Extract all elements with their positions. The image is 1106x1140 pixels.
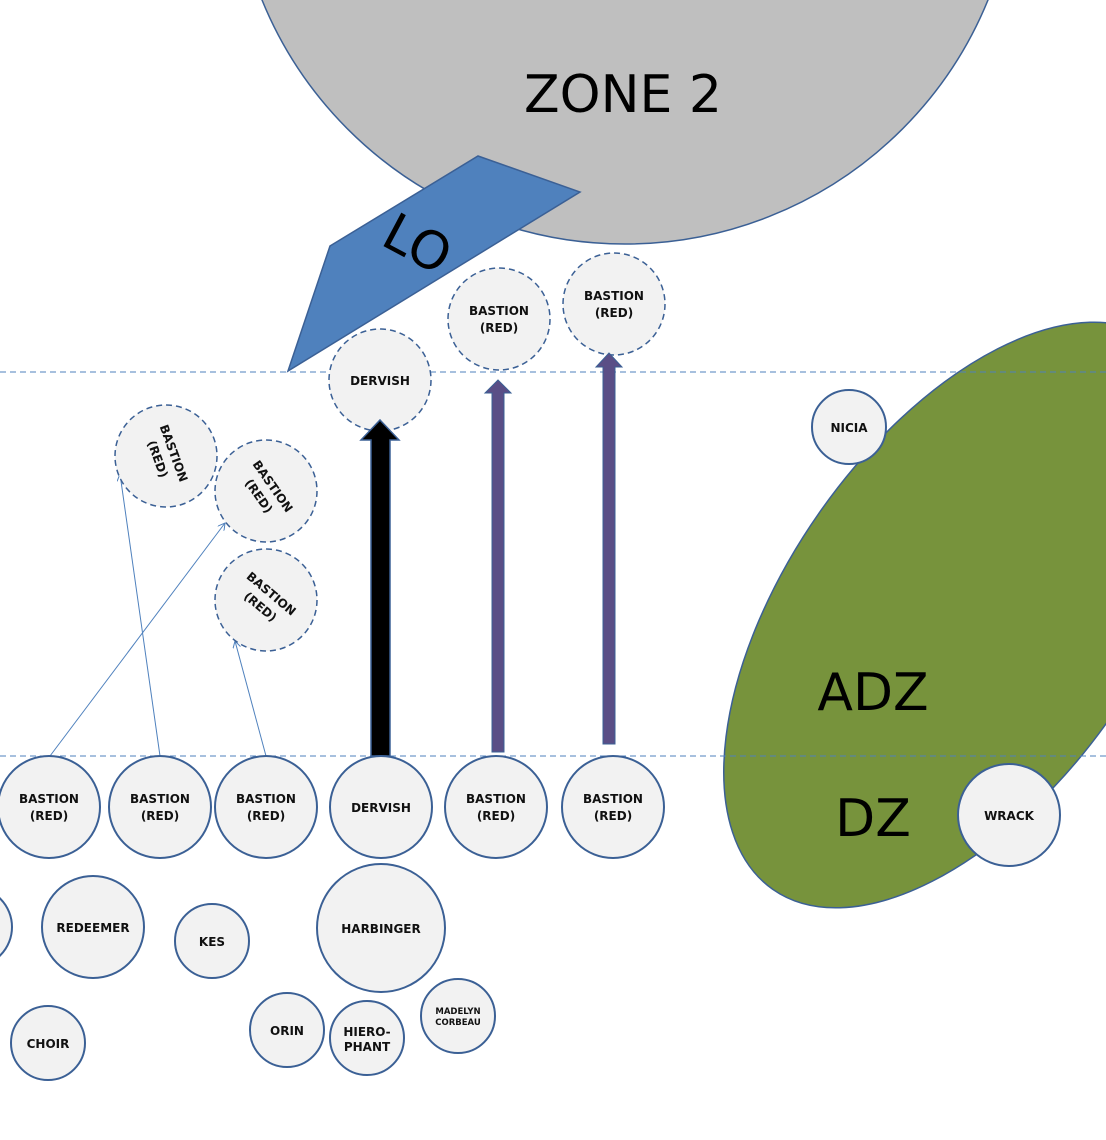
- zone-2-label: ZONE 2: [524, 65, 722, 125]
- svg-text:CORBEAU: CORBEAU: [435, 1018, 481, 1028]
- bastion-projected-label: BASTION (RED): [469, 304, 529, 335]
- svg-text:(RED): (RED): [595, 306, 633, 320]
- svg-text:BASTION: BASTION: [466, 792, 526, 806]
- dervish-label: DERVISH: [351, 801, 411, 815]
- dervish-projected: [328, 328, 432, 432]
- bastion-node: [444, 755, 548, 859]
- bastion-label: BASTION (RED): [236, 792, 296, 823]
- bastion-projected: [447, 267, 551, 371]
- bastion-label: BASTION (RED): [130, 792, 190, 823]
- bastion-projected-label: BASTION (RED): [584, 289, 644, 320]
- adz-area: ADZ DZ: [723, 321, 1106, 909]
- bastion-node: [561, 755, 665, 859]
- bastion-node: [214, 755, 318, 859]
- kes-node: [174, 903, 250, 979]
- bastion-projected: [114, 404, 218, 508]
- bastion-projected: [214, 548, 318, 652]
- bastion-advance-arrow: [594, 352, 624, 745]
- hierophant-label: HIERO-PHANT: [343, 1025, 391, 1054]
- orin-node: [249, 992, 325, 1068]
- bastion-projected: [214, 439, 318, 543]
- bastion-label: BASTION (RED): [466, 792, 526, 823]
- harbinger-label: HARBINGER: [341, 922, 421, 936]
- move-arrow: [49, 523, 225, 757]
- svg-text:BASTION: BASTION: [584, 289, 644, 303]
- svg-text:BASTION: BASTION: [19, 792, 79, 806]
- dervish-node: [329, 755, 433, 859]
- kes-label: KES: [199, 935, 225, 949]
- svg-text:BASTION: BASTION: [469, 304, 529, 318]
- dervish-projected-label: DERVISH: [350, 374, 410, 388]
- svg-text:PHANT: PHANT: [344, 1040, 391, 1054]
- move-arrow: [120, 474, 161, 757]
- adz-label: ADZ: [817, 663, 928, 723]
- choir-node: [10, 1005, 86, 1081]
- bastion-projected: [562, 252, 666, 356]
- dervish-advance-arrow: [359, 418, 401, 757]
- svg-text:BASTION: BASTION: [130, 792, 190, 806]
- move-arrow: [235, 641, 267, 757]
- harbinger-node: [316, 863, 446, 993]
- bastion-label: BASTION (RED): [19, 792, 79, 823]
- svg-text:(RED): (RED): [480, 321, 518, 335]
- redeemer-node: [41, 875, 145, 979]
- svg-text:(RED): (RED): [247, 809, 285, 823]
- hierophant-node: [329, 1000, 405, 1076]
- redeemer-label: REDEEMER: [56, 921, 129, 935]
- dz-label: DZ: [835, 789, 911, 849]
- lo-area: LO: [286, 155, 582, 373]
- svg-text:(RED): (RED): [594, 809, 632, 823]
- svg-text:HIERO-: HIERO-: [343, 1025, 390, 1039]
- svg-text:BASTION: BASTION: [236, 792, 296, 806]
- nicia-node: [811, 389, 887, 465]
- zone-2-area: ZONE 2: [261, 0, 989, 245]
- bastion-advance-arrow: [483, 379, 513, 753]
- bastion-node: [108, 755, 212, 859]
- madelyn-corbeau-node: [420, 978, 496, 1054]
- orin-label: ORIN: [270, 1024, 304, 1038]
- choir-label: CHOIR: [27, 1037, 70, 1051]
- wrack-node: [957, 763, 1061, 867]
- svg-text:(RED): (RED): [30, 809, 68, 823]
- offscreen-node: [0, 897, 13, 957]
- wrack-label: WRACK: [984, 809, 1035, 823]
- bastion-label: BASTION (RED): [583, 792, 643, 823]
- bastion-node: [0, 755, 101, 859]
- svg-text:MADELYN: MADELYN: [435, 1007, 480, 1017]
- svg-text:(RED): (RED): [477, 809, 515, 823]
- svg-text:(RED): (RED): [141, 809, 179, 823]
- svg-text:BASTION: BASTION: [583, 792, 643, 806]
- nicia-label: NICIA: [830, 421, 868, 435]
